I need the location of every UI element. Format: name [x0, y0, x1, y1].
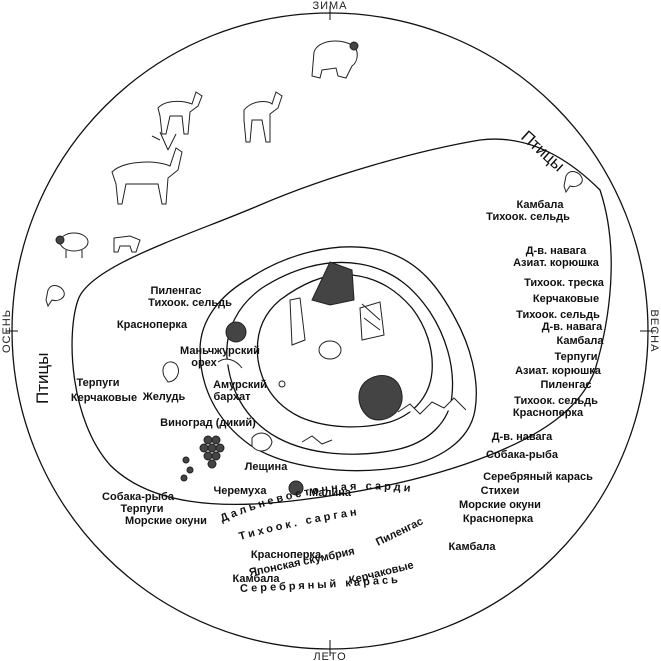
fish-label: Тихоок. сельдь — [148, 297, 232, 309]
plant-label: Лещина — [245, 461, 289, 473]
fish-label: Красноперка — [251, 549, 322, 561]
artifact-pottery-shard-icon — [359, 301, 385, 341]
artifact-blade-icon — [289, 297, 306, 346]
fish-label: Керчаковые — [71, 392, 137, 404]
acorn-icon — [162, 361, 179, 383]
fish-label: Стихеи — [481, 485, 520, 497]
artifact-vessel-icon — [358, 375, 403, 421]
hazelnut-icon — [251, 432, 273, 452]
fish-label: Керчаковые — [533, 293, 599, 305]
person-gathering-icon — [301, 435, 333, 445]
fish-label: Азиат. корюшка — [515, 365, 602, 377]
fish-label: Тихоок. сельдь — [486, 211, 570, 223]
inner-ring-2 — [256, 273, 433, 428]
plant-label: орех — [191, 357, 217, 369]
season-summer: ЛЕТО — [313, 651, 346, 661]
fish-label: Пиленгас — [150, 285, 201, 297]
plant-label-malina: Малина — [309, 487, 352, 499]
grape-icon — [199, 435, 225, 469]
fish-label: Пиленгас — [374, 516, 425, 549]
season-winter: ЗИМА — [312, 0, 347, 12]
fish-label: Серебряный карась — [483, 471, 593, 483]
fish-label: Камбала — [517, 199, 565, 211]
season-autumn: ОСЕНЬ — [1, 309, 13, 353]
fish-label: Тихоок. треска — [524, 277, 605, 289]
sheep-icon — [55, 232, 89, 258]
birds-label-right: Птицы — [517, 127, 568, 176]
season-spring: ВЕСНА — [648, 310, 660, 353]
pottery-pattern-icon — [361, 303, 381, 331]
people-fishing-icon — [397, 397, 467, 415]
fish-label: Тихоок. сельдь — [514, 395, 598, 407]
fish-label: Красноперка — [463, 513, 534, 525]
fish-label: Красноперка — [117, 319, 188, 331]
fish-label: Красноперка — [513, 407, 584, 419]
fish-label: Терпуги — [554, 351, 597, 363]
bird-icon-left — [45, 285, 65, 308]
bear-icon — [311, 40, 359, 79]
fish-label: Д-в. навага — [542, 321, 603, 333]
plant-label: Виноград (дикий) — [160, 417, 256, 429]
artifact-stone-icon — [311, 261, 355, 306]
fish-label: Морские окуни — [459, 499, 541, 511]
plant-zone-boundary — [199, 246, 477, 472]
fish-label: Д-в. навага — [492, 431, 553, 443]
fish-label: Камбала — [557, 335, 605, 347]
bird-icon-right — [563, 171, 583, 194]
fish-label: Камбала — [449, 541, 497, 553]
walnut-icon — [225, 321, 247, 343]
fish-label: Терпуги — [120, 503, 163, 515]
person-small-icon — [278, 380, 286, 388]
fish-label: Морские окуни — [125, 515, 207, 527]
fish-label: Тихоок. сельдь — [516, 309, 600, 321]
fish-label: Собака-рыба — [486, 449, 559, 461]
plant-label: Амурский — [213, 379, 267, 391]
plant-label: бархат — [213, 391, 251, 403]
inner-ring-1 — [226, 261, 454, 455]
artifact-ring-icon — [318, 340, 342, 360]
cherry-icon — [180, 456, 194, 482]
cork-tree-icon — [217, 358, 243, 369]
goat-icon — [243, 91, 283, 143]
raspberry-icon — [288, 480, 304, 496]
stag-icon — [111, 131, 183, 205]
birds-label-left: Птицы — [33, 353, 52, 404]
plant-label: Маньчжурский — [180, 345, 260, 357]
fish-label: Пиленгас — [540, 379, 591, 391]
fish-label: Терпуги — [76, 377, 119, 389]
dog-icon — [113, 235, 141, 253]
fish-label: Д-в. навага — [526, 245, 587, 257]
fish-zone-boundary — [71, 138, 612, 506]
fish-label: Собака-рыба — [102, 491, 175, 503]
fish-label: Азиат. корюшка — [513, 257, 600, 269]
plant-label: Желудь — [142, 391, 186, 403]
deer-icon-1 — [157, 91, 203, 135]
plant-label: Черемуха — [213, 485, 267, 497]
fish-label: Камбала — [233, 573, 281, 585]
